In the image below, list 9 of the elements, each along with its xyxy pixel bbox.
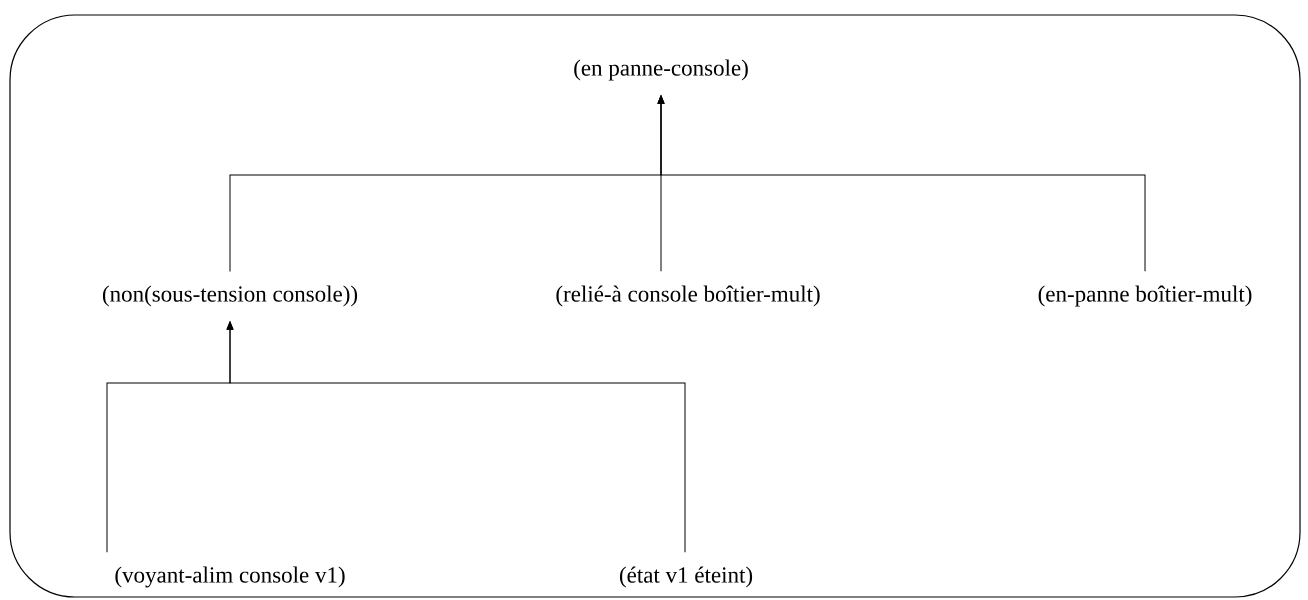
fact-text: (en-panne boîtier-mult): [1038, 285, 1252, 307]
arrow: [226, 321, 686, 553]
fact-text: (non(sous-tension console)): [102, 285, 358, 307]
rounded-frame: [9, 14, 1301, 598]
fact-text: (relié-à console boîtier-mult): [556, 285, 820, 307]
arrow: [657, 95, 1146, 272]
fact-text: (état v1 éteint): [619, 566, 753, 588]
fact-text: (en panne-console): [574, 59, 748, 81]
fact-text: (voyant-alim console v1): [115, 566, 345, 588]
